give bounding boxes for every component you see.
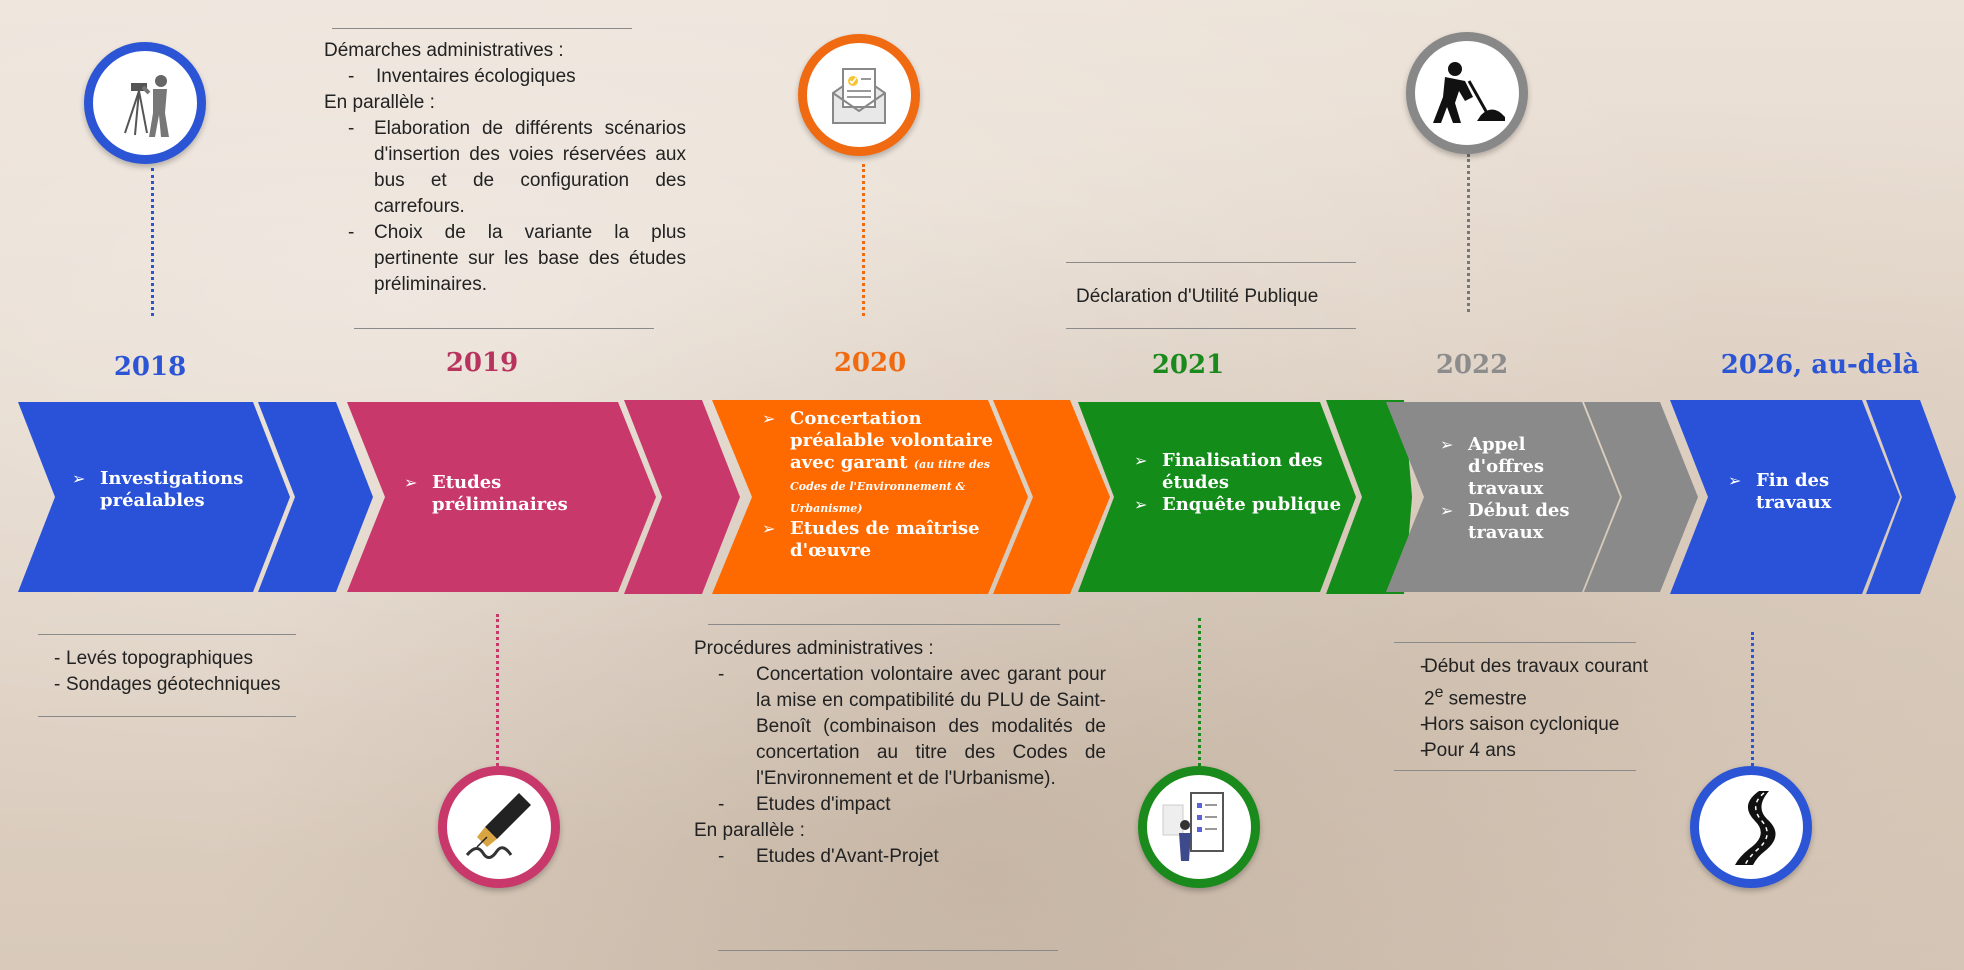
- stage-2021-item-1: Finalisation des études: [1134, 450, 1344, 494]
- note-2021-text: Déclaration d'Utilité Publique: [1076, 286, 1319, 307]
- note-2022-item-1-text: Début des travaux courant 2: [1424, 656, 1648, 710]
- stage-2026-item: Fin des travaux: [1728, 470, 1868, 514]
- note-2022-item-1-tail: semestre: [1443, 688, 1527, 710]
- year-2020: 2020: [833, 348, 907, 378]
- connector-2022: [1467, 154, 1470, 312]
- stage-2021-item-2: Enquête publique: [1134, 494, 1344, 516]
- note-2020-item-3: Etudes d'Avant-Projet: [694, 844, 1114, 870]
- stage-2019: Etudes préliminaires: [404, 472, 604, 516]
- stage-2018-item: Investigations préalables: [72, 468, 272, 512]
- stage-2020: Concertation préalable volontaire avec g…: [762, 408, 1002, 562]
- note-2018-item-1: Levés topographiques: [30, 646, 350, 672]
- note-2020-heading-2: En parallèle :: [694, 820, 805, 841]
- document-check-icon: [798, 34, 920, 156]
- chevron-2020-small: [993, 400, 1110, 594]
- note-2022-item-1: Début des travaux courant 2e semestre: [1396, 654, 1648, 712]
- stage-2018: Investigations préalables: [72, 468, 272, 512]
- stage-2022: Appel d'offres travaux Début des travaux: [1440, 434, 1600, 544]
- chevron-2022-small: [1584, 402, 1698, 592]
- note-2021: Déclaration d'Utilité Publique: [1066, 262, 1356, 329]
- chevron-2026-small: [1866, 400, 1956, 594]
- fountain-pen-icon: [438, 766, 560, 888]
- note-2019-item-3: Choix de la variante la plus pertinente …: [324, 220, 686, 298]
- chevron-2019-small: [624, 400, 740, 594]
- note-2019: Démarches administratives : Inventaires …: [324, 28, 694, 329]
- note-2020-item-2: Etudes d'impact: [694, 792, 1106, 818]
- note-2020-item-1: Concertation volontaire avec garant pour…: [694, 662, 1106, 792]
- year-2018: 2018: [113, 352, 187, 382]
- stage-2020-item-1: Concertation préalable volontaire avec g…: [762, 408, 1002, 518]
- connector-2019: [496, 614, 499, 766]
- stage-2022-item-1: Appel d'offres travaux: [1440, 434, 1600, 500]
- stage-2020-item-2: Etudes de maîtrise d'œuvre: [762, 518, 1002, 562]
- connector-2021: [1198, 618, 1201, 766]
- stage-2026: Fin des travaux: [1728, 470, 1868, 514]
- road-worker-icon: [1406, 32, 1528, 154]
- chevron-2021-small: [1326, 400, 1412, 594]
- note-2020-heading: Procédures administratives :: [694, 638, 934, 659]
- stage-2021: Finalisation des études Enquête publique: [1134, 450, 1344, 516]
- year-2026: 2026, au-delà: [1720, 350, 1920, 380]
- note-2022-item-2: Hors saison cyclonique: [1396, 712, 1648, 738]
- presentation-board-icon: [1138, 766, 1260, 888]
- stage-2020-item-1-note: (au titre des Codes de l'Environnement &…: [790, 458, 990, 515]
- surveyor-icon: [84, 42, 206, 164]
- note-2018-item-2: Sondages géotechniques: [30, 672, 350, 698]
- note-2019-heading-2: En parallèle :: [324, 92, 435, 113]
- year-2019: 2019: [445, 348, 519, 378]
- note-2019-item: Inventaires écologiques: [324, 64, 694, 90]
- year-2021: 2021: [1151, 350, 1225, 380]
- connector-2018: [151, 168, 154, 316]
- year-2022: 2022: [1435, 350, 1509, 380]
- note-2022-item-3: Pour 4 ans: [1396, 738, 1648, 764]
- stage-2019-item: Etudes préliminaires: [404, 472, 604, 516]
- note-2020: Procédures administratives : Concertatio…: [694, 624, 1114, 951]
- chevron-2018-small: [258, 402, 373, 592]
- connector-2020: [862, 164, 865, 316]
- winding-road-icon: [1690, 766, 1812, 888]
- stage-2020-item-1-text: Concertation préalable volontaire avec g…: [790, 408, 993, 473]
- note-2022-item-1-sup: e: [1434, 684, 1444, 701]
- stage-2022-item-2: Début des travaux: [1440, 500, 1600, 544]
- note-2022: Début des travaux courant 2e semestre Ho…: [1394, 642, 1656, 771]
- connector-2026: [1751, 632, 1754, 766]
- note-2019-item-2: Elaboration de différents scénarios d'in…: [324, 116, 686, 220]
- note-2018: Levés topographiques Sondages géotechniq…: [30, 634, 350, 717]
- note-2019-heading: Démarches administratives :: [324, 40, 564, 61]
